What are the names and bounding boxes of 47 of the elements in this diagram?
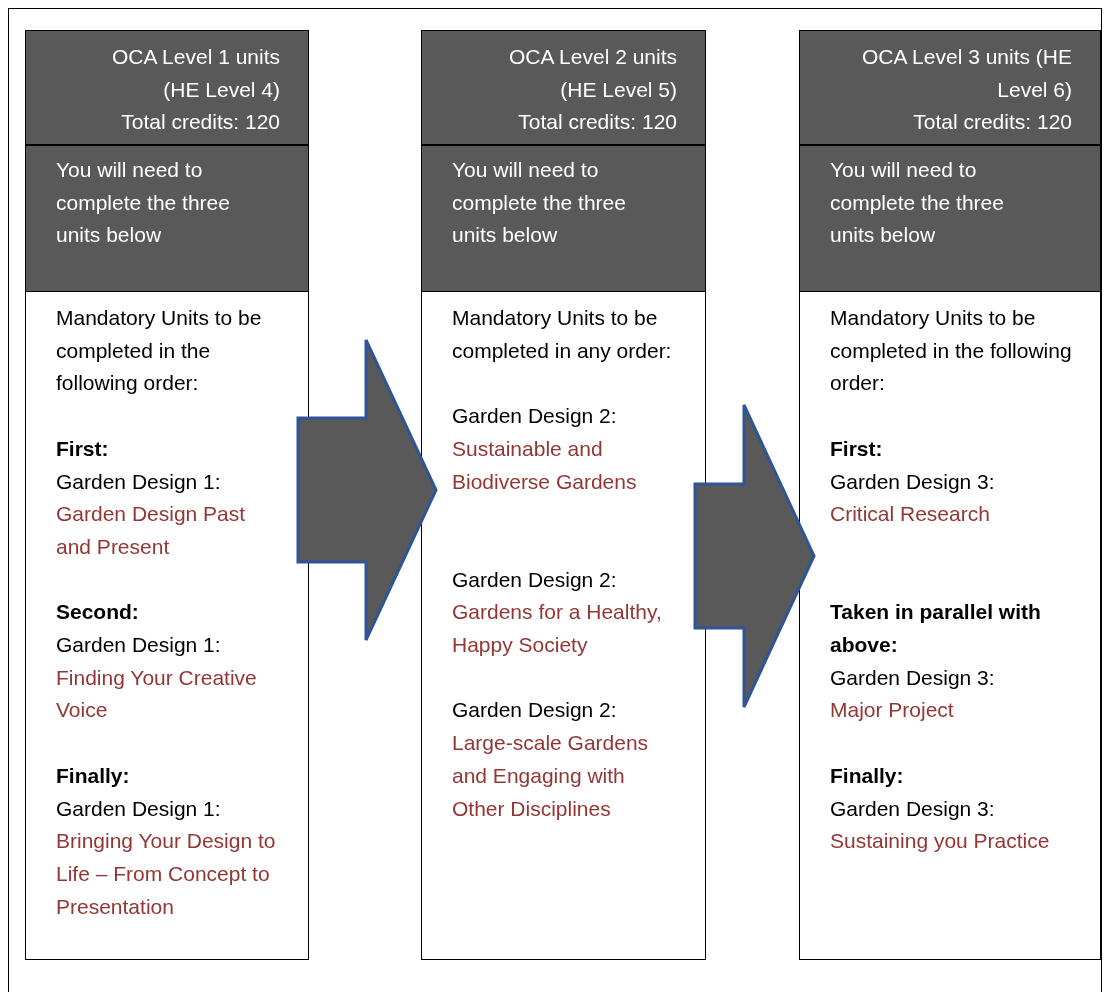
unit-text: Garden Design 3: <box>830 664 996 691</box>
unit-text: Garden Design 1: <box>56 468 222 495</box>
level-heading: OCA Level 1 units (HE Level 4) <box>110 44 280 103</box>
step-heading: Finally: <box>56 762 131 789</box>
unit-text: Garden Design 3: <box>830 468 996 495</box>
unit-title: Sustainable and Biodiverse Gardens <box>452 435 638 495</box>
step-heading: Second: <box>56 599 140 626</box>
unit-title: Finding Your Creative Voice <box>56 664 258 724</box>
unit-text: Mandatory Units to be completed in any order: <box>452 305 673 364</box>
unit-title: Critical Research <box>830 501 991 528</box>
unit-list-box <box>421 291 706 960</box>
block-arrow <box>693 403 816 709</box>
step-heading: Finally: <box>830 762 905 789</box>
credits-text: Total credits: 120 <box>912 109 1072 136</box>
unit-title: Major Project <box>830 697 955 724</box>
step-heading: Taken in parallel with above: <box>830 599 1042 658</box>
unit-title: Garden Design Past and Present <box>56 501 247 560</box>
header-box <box>799 30 1101 145</box>
step-heading: First: <box>830 435 884 462</box>
header-box <box>421 30 706 145</box>
block-arrow <box>296 338 438 642</box>
unit-text: Garden Design 2: <box>452 403 618 430</box>
unit-text: Garden Design 3: <box>830 795 996 822</box>
instruction-box <box>799 145 1101 292</box>
unit-text: Garden Design 2: <box>452 566 618 593</box>
step-heading: First: <box>56 435 110 462</box>
instruction-box <box>25 145 309 292</box>
unit-text: Garden Design 2: <box>452 697 618 724</box>
unit-text: Garden Design 1: <box>56 795 222 822</box>
unit-list-box <box>25 291 309 960</box>
unit-list-box <box>799 291 1101 960</box>
unit-title: Gardens for a Healthy, Happy Society <box>452 599 663 658</box>
unit-text: Mandatory Units to be completed in the following order: <box>830 305 1073 397</box>
unit-title: Bringing Your Design to Life – From Concept to Presentation <box>56 828 277 920</box>
level-heading: OCA Level 3 units (HE Level 6) <box>860 44 1072 103</box>
instruction-box <box>421 145 706 292</box>
unit-title: Large-scale Gardens and Engaging with Other Disciplines <box>452 730 650 822</box>
level-heading: OCA Level 2 units (HE Level 5) <box>507 44 677 103</box>
header-box <box>25 30 309 145</box>
credits-text: Total credits: 120 <box>120 109 280 136</box>
instruction-text: You will need to complete the three units below <box>56 157 231 249</box>
instruction-text: You will need to complete the three units below <box>830 157 1005 249</box>
unit-title: Sustaining you Practice <box>830 828 1051 855</box>
unit-text: Mandatory Units to be completed in the following order: <box>56 305 263 397</box>
credits-text: Total credits: 120 <box>517 109 677 136</box>
instruction-text: You will need to complete the three units below <box>452 157 627 249</box>
unit-text: Garden Design 1: <box>56 632 222 658</box>
